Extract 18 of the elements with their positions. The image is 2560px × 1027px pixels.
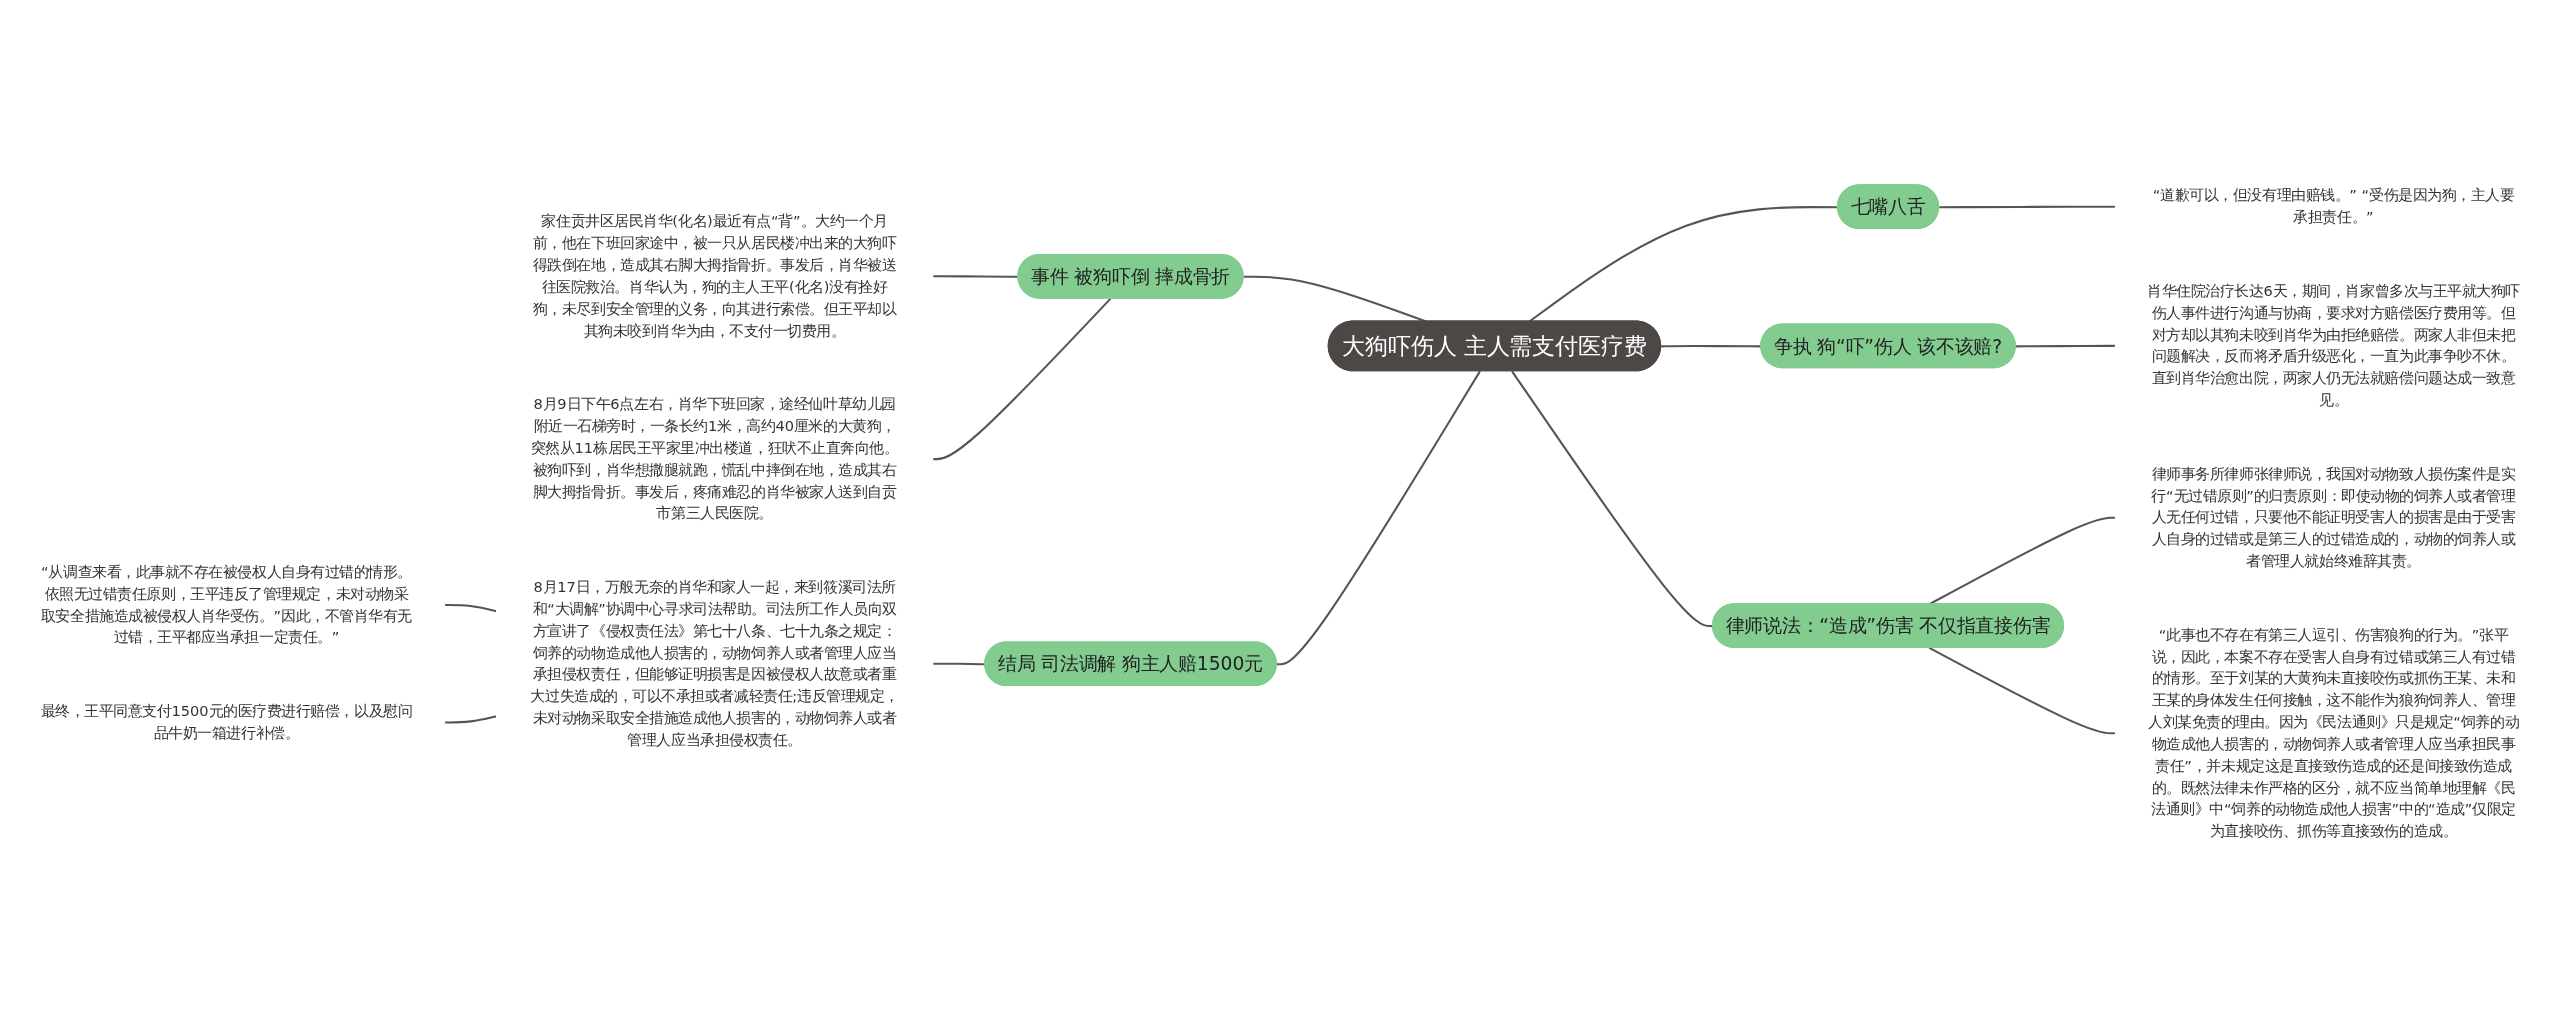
connector	[1928, 646, 2116, 735]
node-text: 律师事务所律师张律师说，我国对动物致人损伤案件是实行“无过错原则”的归责原则：即使动物的饲养人或者管理人无任何过错，只要他不能证明受害人的损害是由于受害人自身的过错或是第三人的过错造成的，动物的饲养人或者管理人就始终难辞其责。	[2151, 465, 2516, 570]
node-text: 家住贡井区居民肖华(化名)最近有点“背”。大约一个月前，他在下班回家途中，被一只从居民楼冲出来的大狗吓得跌倒在地，造成其右脚大拇指骨折。事发后，肖华被送往医院救治。肖华认为，狗的主人王平(化名)没有拴好狗，未尽到安全管理的义务，向其进行索偿。但王平却以其狗未咬到肖华为由，不支付一切费用。	[532, 212, 897, 339]
connector	[932, 297, 1112, 460]
connector	[444, 603, 497, 613]
node-text: 8月9日下午6点左右，肖华下班回家，途经仙叶草幼儿园附近一石梯旁时，一条长约1米，高约40厘米的大黄狗，突然从11栋居民王平家里冲出楼道，狂吠不止直奔向他。被狗吓到，肖华想撒腿就跑，慌乱中摔倒在地，造成其右脚大拇指骨折。事发后，疼痛难忍的肖华被家人送到自贡市第三人民医院。	[530, 395, 899, 522]
node-text: “道歉可以，但没有理由赔钱。” “受伤是因为狗，主人要承担责任。”	[2152, 186, 2515, 226]
connector	[444, 715, 497, 724]
node-text: 最终，王平同意支付1500元的医疗费进行赔偿，以及慰问品牛奶一箱进行补偿。	[40, 702, 413, 741]
node-text: 8月17日，万般无奈的肖华和家人一起，来到筱溪司法所和“大调解”协调中心寻求司法帮助。司法所工作人员向双方宣讲了《侵权责任法》第七十八条、七十九条之规定：饲养的动物造成他人损害的，动物饲养人或者管理人应当承担侵权责任，但能够证明损害是因被侵权人故意或者重大过失造成的，可以不承担或者减轻责任;违反管理规定，未对动物采取安全措施造成他人损害的，动物饲养人或者管理人应当承担侵权责任。	[530, 578, 899, 748]
node-text: 肖华住院治疗长达6天，期间，肖家曾多次与王平就大狗吓伤人事件进行沟通与协商，要求对方赔偿医疗费用等。但对方却以其狗未咬到肖华为由拒绝赔偿。两家人非但未把问题解决，反而将矛盾升级恶化，一直为此事争吵不休。直到肖华治愈出院，两家人仍无法就赔偿问题达成一致意见。	[2147, 282, 2520, 409]
node-text: “从调查来看，此事就不存在被侵权人自身有过错的情形。依照无过错责任原则，王平违反了管理规定，未对动物采取安全措施造成被侵权人肖华受伤。”因此，不管肖华有无过错，王平都应当承担一定责任。”	[40, 563, 412, 646]
connector	[932, 275, 1019, 278]
connector	[1939, 205, 2116, 209]
connector	[1276, 370, 1481, 666]
node-text: “此事也不存在有第三人逗引、伤害狼狗的行为。”张平说，因此，本案不存在受害人自身有过错或第三人有过错的情形。至于刘某的大黄狗未直接咬伤或抓伤王某、未和王某的身体发生任何接触，这不能作为狼狗饲养人、管理人刘某免责的理由。因为《民法通则》只是规定“饲养的动物造成他人损害的，动物饲养人或者管理人应当承担民事责任”，并未规定这是直接致伤造成的还是间接致伤造成的。既然法律未作严格的区分，就不应当简单地理解《民法通则》中“饲养的动物造成他人损害”中的“造成”仅限定为直接咬伤、抓伤等直接致伤的造成。	[2147, 626, 2520, 840]
connector	[1511, 370, 1714, 627]
connector	[2015, 344, 2116, 348]
